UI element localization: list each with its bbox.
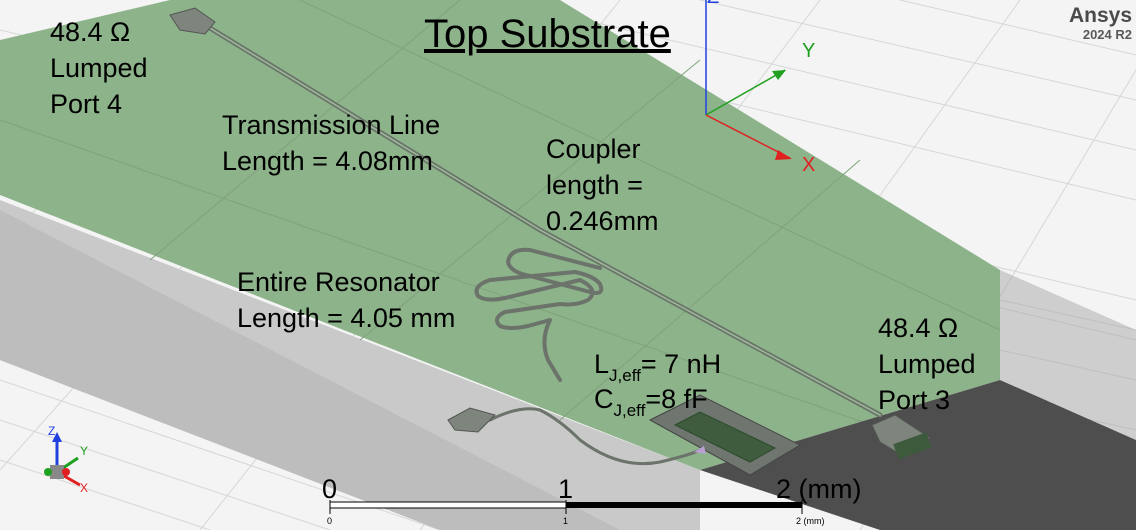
brand-logo: Ansys 2024 R2 xyxy=(1069,4,1132,42)
port4-impedance: 48.4 Ω xyxy=(50,17,131,47)
substrate-top-face xyxy=(0,0,1000,470)
substrate-right-face xyxy=(1000,270,1136,440)
substrate-side-shade xyxy=(0,210,620,530)
tl-length: Length = 4.08mm xyxy=(222,146,433,176)
junction-capacitance-label: CJ,eff=8 fF xyxy=(594,381,708,421)
scale-small-1: 1 xyxy=(563,516,569,526)
orientation-triad xyxy=(44,432,81,487)
resonator-label: Entire Resonator Length = 4.05 mm xyxy=(237,264,455,336)
x-axis-label: X xyxy=(802,154,816,176)
resonator-title: Entire Resonator xyxy=(237,267,440,297)
cj-subscript: J,eff xyxy=(613,401,646,420)
scale-tick-2: 2 (mm) xyxy=(776,474,862,504)
transmission-line[interactable] xyxy=(202,22,883,418)
port3-lump[interactable] xyxy=(893,432,932,460)
triad-z-label: Z xyxy=(48,424,56,438)
port4-label: 48.4 Ω Lumped Port 4 xyxy=(50,14,148,122)
coupler-label: Coupler length = 0.246mm xyxy=(546,131,659,239)
page-title: Top Substrate xyxy=(424,12,671,56)
triad-y-label: Y xyxy=(80,444,89,458)
coordinate-axes xyxy=(705,0,792,160)
scale-bar xyxy=(329,500,803,514)
junction-pad-left[interactable] xyxy=(447,407,496,433)
scale-small-0: 0 xyxy=(327,516,333,526)
brand-name: Ansys xyxy=(1068,4,1132,27)
substrate-side-face xyxy=(0,200,700,530)
junction-capacitor[interactable] xyxy=(648,394,802,476)
lj-value: = 7 nH xyxy=(640,349,722,379)
scale-tick-1: 1 xyxy=(558,474,574,504)
coupler-length-value: 0.246mm xyxy=(546,206,659,236)
port4-pad[interactable] xyxy=(169,7,216,35)
junction-inductance-label: LJ,eff= 7 nH xyxy=(594,346,721,386)
port3-type: Lumped xyxy=(878,349,976,379)
lj-subscript: J,eff xyxy=(609,366,641,385)
y-axis-label: Y xyxy=(802,40,816,62)
cj-symbol: C xyxy=(594,384,614,414)
resonator-meander[interactable] xyxy=(474,247,604,382)
port3-name: Port 3 xyxy=(878,385,951,415)
port4-type: Lumped xyxy=(50,53,148,83)
port3-impedance: 48.4 Ω xyxy=(878,313,959,343)
coupler-title: Coupler xyxy=(546,134,641,164)
substrate-top-grid xyxy=(0,0,1001,471)
brand-version: 2024 R2 xyxy=(1082,27,1132,42)
scale-tick-0: 0 xyxy=(322,474,338,504)
coupler-length-label: length = xyxy=(546,170,643,200)
transmission-line-label: Transmission Line Length = 4.08mm xyxy=(222,107,440,179)
cj-value: =8 fF xyxy=(645,384,708,414)
junction-feedline[interactable] xyxy=(488,407,702,466)
triad-x-label: X xyxy=(80,481,89,495)
z-axis-label: Z xyxy=(707,0,719,9)
tl-title: Transmission Line xyxy=(222,110,441,140)
resonator-length: Length = 4.05 mm xyxy=(237,303,456,333)
port4-name: Port 4 xyxy=(50,89,123,119)
substrate-front-face xyxy=(700,380,1136,530)
junction-marker[interactable] xyxy=(694,446,706,454)
scale-small-2: 2 (mm) xyxy=(796,516,825,526)
lj-symbol: L xyxy=(594,349,610,379)
port3-label: 48.4 Ω Lumped Port 3 xyxy=(878,310,976,418)
